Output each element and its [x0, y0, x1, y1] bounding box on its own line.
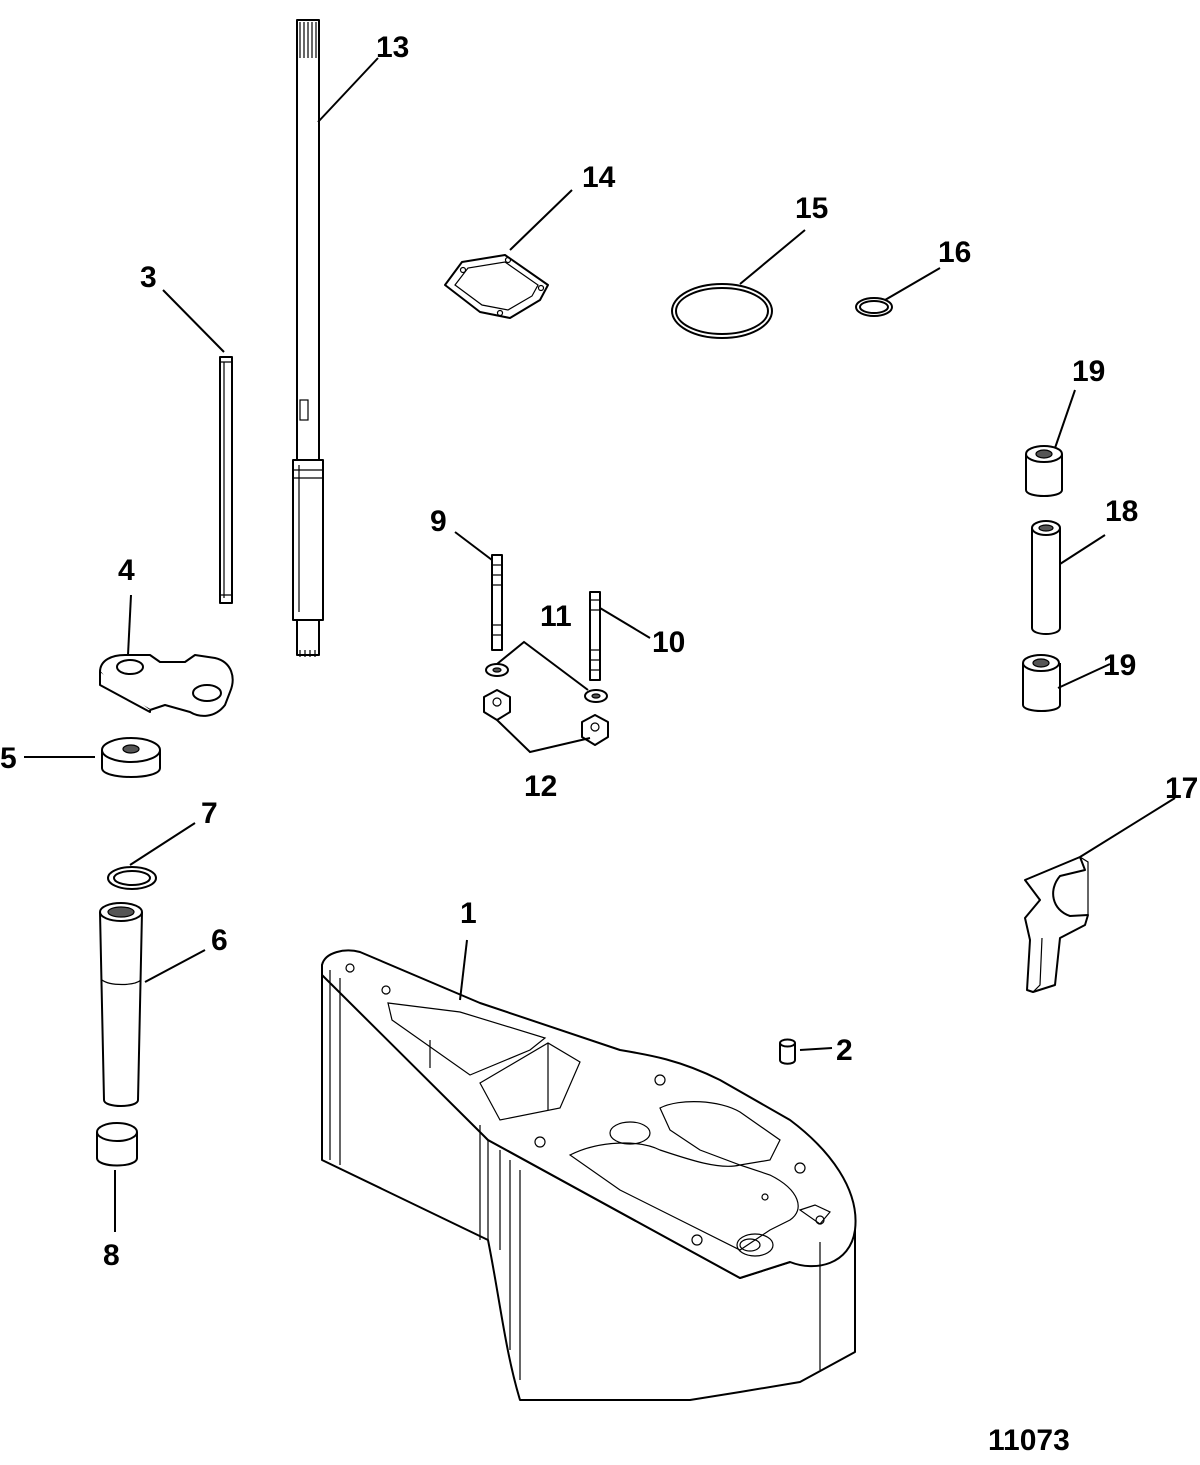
callout-19-top: 19 [1072, 355, 1105, 388]
leader-15 [739, 229, 806, 285]
part-19-upper-sleeve [1025, 445, 1063, 497]
leader-lines [24, 57, 1176, 1232]
callout-17: 17 [1165, 772, 1198, 805]
leader-13 [317, 57, 379, 123]
callout-9: 9 [430, 505, 447, 538]
part-2-dowel-pin [779, 1038, 796, 1065]
part-16-small-o-ring [855, 297, 893, 317]
callout-15: 15 [795, 192, 828, 225]
callout-14: 14 [582, 161, 616, 194]
callout-6: 6 [211, 924, 228, 957]
part-14-gasket [444, 254, 549, 319]
leader-14 [509, 189, 573, 251]
part-8-lower-bushing [96, 1122, 138, 1167]
part-10-stud [589, 591, 601, 681]
callout-11: 11 [540, 600, 572, 633]
part-3-shift-shaft [219, 356, 233, 604]
leader-18 [1059, 534, 1106, 565]
leader-19b [1057, 663, 1111, 689]
leader-4 [127, 594, 132, 656]
callout-7: 7 [201, 797, 218, 830]
part-7-seal-ring [107, 866, 157, 890]
leader-16 [884, 267, 941, 301]
leader-7 [129, 822, 196, 866]
figure-id: 11073 [988, 1424, 1070, 1457]
leader-19a [1054, 389, 1076, 449]
part-11-washers [485, 663, 608, 703]
callout-labels: 13 3 4 5 7 6 8 14 15 16 19 18 19 17 9 10… [0, 31, 1198, 1272]
callout-16: 16 [938, 236, 971, 269]
part-9-stud [491, 554, 503, 651]
callout-3: 3 [140, 261, 157, 294]
part-1-drive-shaft-housing [321, 949, 857, 1401]
callout-19-bottom: 19 [1103, 649, 1136, 682]
callout-4: 4 [118, 554, 135, 587]
callout-18: 18 [1105, 495, 1138, 528]
leader-12 [496, 719, 591, 754]
part-18-tube [1031, 520, 1061, 635]
callout-10: 10 [652, 626, 685, 659]
part-6-tube [99, 902, 143, 1107]
callout-5: 5 [0, 742, 17, 775]
leader-9 [454, 531, 493, 561]
leader-17 [1079, 797, 1176, 858]
callout-8: 8 [103, 1239, 120, 1272]
leader-2 [799, 1047, 833, 1051]
part-4-retainer-plate [99, 654, 234, 717]
leader-10 [599, 607, 651, 639]
callout-2: 2 [836, 1034, 853, 1067]
part-15-o-ring [671, 283, 773, 339]
callout-13: 13 [376, 31, 409, 64]
part-19-lower-sleeve [1022, 654, 1061, 712]
leader-11 [496, 640, 589, 691]
part-17-bracket [1024, 856, 1089, 993]
callout-12: 12 [524, 770, 557, 803]
part-13-drive-shaft [292, 19, 324, 657]
leader-1 [459, 939, 468, 1001]
callout-1: 1 [460, 897, 477, 930]
part-5-bushing [101, 737, 161, 778]
leader-6 [144, 949, 206, 983]
leader-3 [162, 289, 225, 353]
